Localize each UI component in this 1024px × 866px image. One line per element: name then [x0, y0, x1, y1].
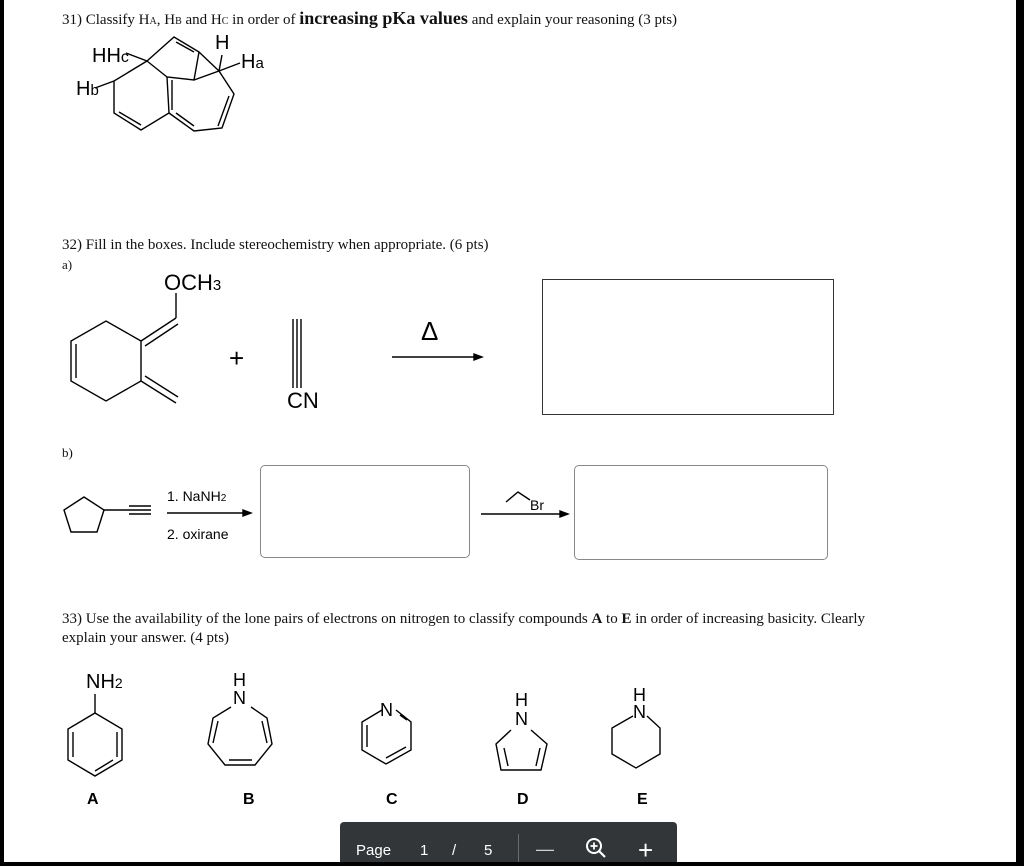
methoxy-label: OCH3	[164, 270, 222, 295]
plus-sign: +	[229, 343, 245, 373]
zoom-in-button[interactable]: +	[638, 835, 654, 865]
current-page-input[interactable]: 1	[420, 842, 429, 859]
page-separator: /	[452, 842, 457, 859]
answer-box-32b-1[interactable]	[260, 465, 470, 558]
pyrrole-n: N	[515, 709, 528, 729]
hb-label: Hb	[76, 78, 99, 100]
ha-label: Ha	[241, 51, 264, 73]
nitrile-label: CN	[287, 388, 319, 413]
zoom-fit-icon[interactable]	[584, 836, 608, 860]
h-label: H	[215, 32, 230, 54]
compound-label-c: C	[386, 791, 398, 808]
compound-label-e: E	[637, 791, 648, 808]
compound-label-a: A	[87, 791, 99, 808]
piperidine-h: H	[633, 685, 646, 705]
heat-reagent: Δ	[421, 316, 439, 346]
bromide-label: Br	[530, 497, 544, 513]
pyrrole-h: H	[515, 690, 528, 710]
document-page: 31) Classify HA, HB and HC in order of i…	[4, 0, 1016, 862]
cyclopentylacetylene-structure	[63, 491, 570, 533]
amine-label: NH2	[86, 671, 123, 693]
pyridine-n: N	[380, 700, 393, 720]
page-label: Page	[356, 842, 392, 859]
pdf-toolbar: Page 1 / 5 — +	[340, 822, 677, 865]
step1-reagent: 1. NaNH2	[167, 488, 227, 504]
question-32-text: 32) Fill in the boxes. Include stereoche…	[62, 237, 489, 253]
zoom-out-button[interactable]: —	[536, 839, 554, 859]
hc-label: HHc	[92, 45, 129, 67]
compound-label-d: D	[517, 791, 529, 808]
step2-reagent: 2. oxirane	[167, 526, 229, 542]
part-b-label: b)	[62, 445, 73, 460]
piperidine-n: N	[633, 702, 646, 722]
basicity-molecules	[67, 694, 661, 777]
azepine-n: N	[233, 688, 246, 708]
question-31-text: 31) Classify HA, HB and HC in order of i…	[62, 8, 678, 29]
question-33-text: 33) Use the availability of the lone pai…	[62, 611, 866, 646]
answer-box-32b-2[interactable]	[574, 465, 828, 560]
total-pages: 5	[484, 842, 493, 859]
toolbar-divider	[518, 834, 519, 862]
answer-box-32a[interactable]	[542, 279, 834, 415]
azepine-h: H	[233, 670, 246, 690]
diene-structure	[70, 293, 484, 404]
azulene-fused-structure	[94, 36, 241, 132]
part-a-label: a)	[62, 257, 73, 272]
compound-label-b: B	[243, 791, 255, 808]
